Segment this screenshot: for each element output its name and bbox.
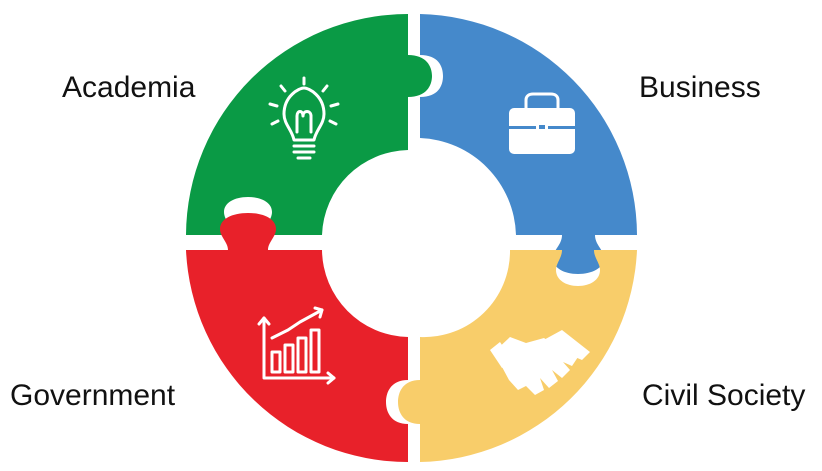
academia-puzzle-piece (186, 14, 432, 235)
briefcase-icon (509, 92, 575, 154)
civil-society-label: Civil Society (642, 379, 806, 412)
handshake-icon (490, 330, 590, 395)
lightbulb-icon (268, 76, 340, 160)
government-label: Government (10, 379, 176, 412)
academia-label: Academia (62, 71, 196, 104)
growth-chart-icon (257, 306, 336, 385)
business-label: Business (639, 71, 761, 104)
